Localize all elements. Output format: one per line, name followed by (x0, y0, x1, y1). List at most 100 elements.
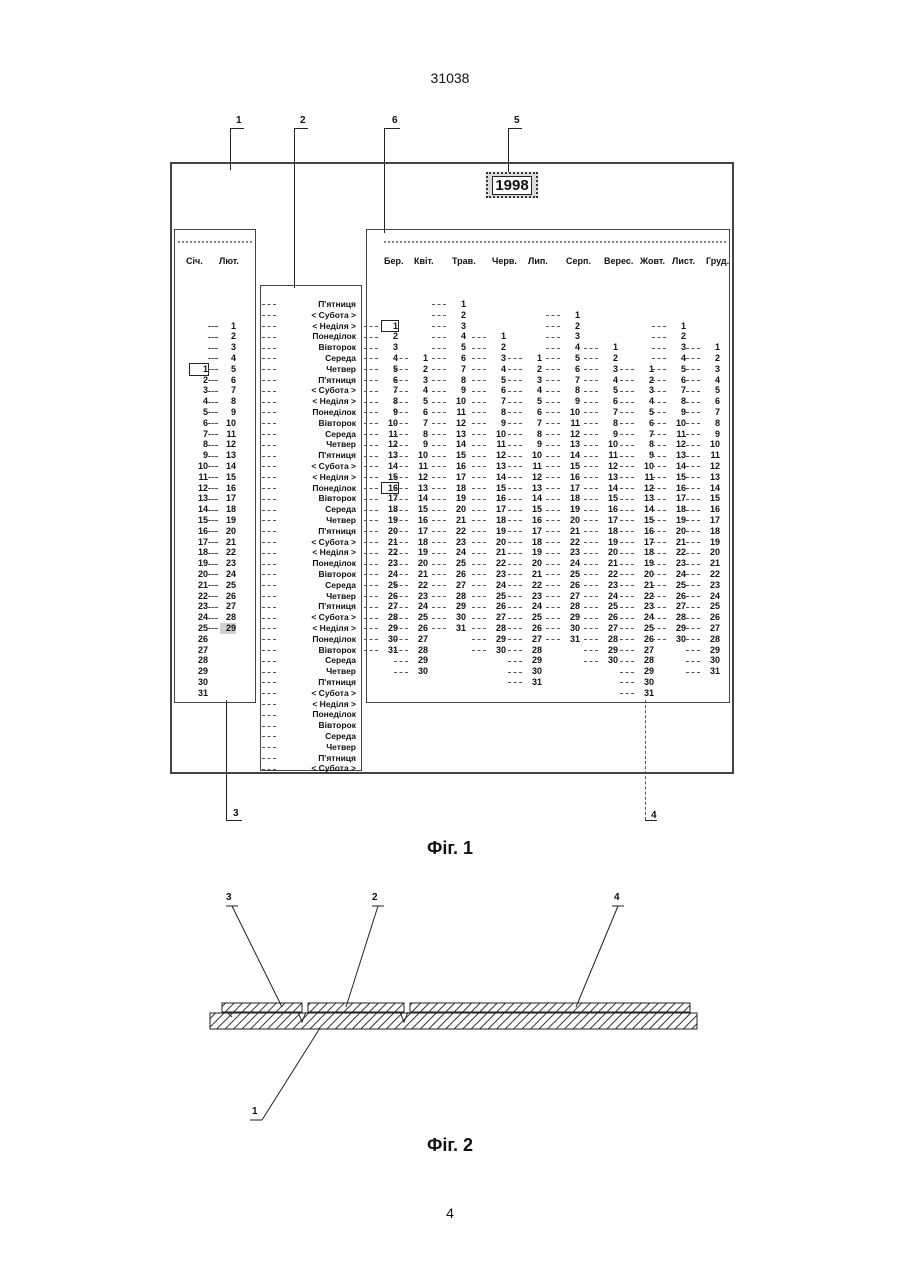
month-day: 22 (526, 580, 542, 591)
month-day: 12 (490, 450, 506, 461)
leader-2 (346, 906, 378, 1007)
row-leader (652, 358, 666, 359)
month-day: 27 (526, 634, 542, 645)
row-leader (508, 520, 522, 521)
row-leader (432, 520, 446, 521)
month-day: 1 (382, 321, 398, 332)
row-leader (432, 574, 446, 575)
row-leader (546, 499, 560, 500)
month-day: 22 (564, 537, 580, 548)
row-leader (262, 747, 276, 748)
month-day: 21 (412, 569, 428, 580)
month-day: 30 (526, 666, 542, 677)
row-leader (364, 402, 378, 403)
weekday-label: Середа (325, 731, 356, 742)
month-day: 15 (450, 450, 466, 461)
month-day: 10 (670, 418, 686, 429)
month-day: 13 (490, 461, 506, 472)
row-leader (620, 596, 634, 597)
row-leader (652, 402, 666, 403)
month-day: 13 (412, 483, 428, 494)
row-leader (364, 337, 378, 338)
month-day: 6 (450, 353, 466, 364)
month-day: 26 (490, 601, 506, 612)
month-day: 3 (564, 331, 580, 342)
row-leader (546, 337, 560, 338)
row-leader (652, 520, 666, 521)
row-leader (472, 391, 486, 392)
row-leader (508, 596, 522, 597)
leader-1 (262, 1028, 320, 1120)
month-day: 5 (490, 375, 506, 386)
row-leader (686, 380, 700, 381)
row-leader (472, 531, 486, 532)
month-day: 2 (412, 364, 428, 375)
row-leader (508, 412, 522, 413)
row-leader (686, 358, 700, 359)
month-day: 8 (704, 418, 720, 429)
panel-4-plate (410, 1003, 690, 1012)
month-day: 6 (670, 375, 686, 386)
month-day: 18 (412, 537, 428, 548)
month-day: 21 (450, 515, 466, 526)
row-leader (472, 456, 486, 457)
month-day: 2 (450, 310, 466, 321)
row-leader (584, 607, 598, 608)
row-leader (620, 423, 634, 424)
month-day: 28 (412, 645, 428, 656)
row-leader (432, 412, 446, 413)
row-leader (620, 402, 634, 403)
month-day: 16 (450, 461, 466, 472)
row-leader (686, 391, 700, 392)
month-day: 17 (704, 515, 720, 526)
row-leader (508, 531, 522, 532)
row-leader (620, 682, 634, 683)
row-leader (364, 596, 378, 597)
row-leader (364, 499, 378, 500)
row-leader (394, 456, 408, 457)
month-day: 28 (704, 634, 720, 645)
month-day: 23 (602, 580, 618, 591)
row-leader (262, 736, 276, 737)
row-leader (508, 423, 522, 424)
row-leader (394, 402, 408, 403)
month-day: 5 (704, 385, 720, 396)
row-leader (508, 564, 522, 565)
month-day: 2 (602, 353, 618, 364)
month-day: 4 (526, 385, 542, 396)
panel-3-plate (222, 1003, 302, 1012)
row-leader (394, 661, 408, 662)
month-day: 3 (670, 342, 686, 353)
row-leader (584, 380, 598, 381)
month-day: 7 (490, 396, 506, 407)
row-leader (472, 499, 486, 500)
month-day: 20 (526, 558, 542, 569)
row-leader (472, 596, 486, 597)
row-leader (652, 348, 666, 349)
row-leader (620, 542, 634, 543)
weekday-label: < Субота > (311, 763, 356, 774)
row-leader (686, 499, 700, 500)
row-leader (508, 488, 522, 489)
row-leader (686, 574, 700, 575)
month-day: 19 (602, 537, 618, 548)
row-leader (472, 553, 486, 554)
month-day: 16 (704, 504, 720, 515)
row-leader (394, 672, 408, 673)
month-day: 27 (412, 634, 428, 645)
row-leader (394, 434, 408, 435)
row-leader (364, 542, 378, 543)
month-day: 24 (526, 601, 542, 612)
month-day: 21 (564, 526, 580, 537)
month-day: 10 (450, 396, 466, 407)
month-day: 13 (670, 450, 686, 461)
row-leader (472, 369, 486, 370)
figure-1: 1 2 6 5 3 4 1998 Січ. Лют. 1234567891011… (0, 0, 900, 880)
month-day: 20 (564, 515, 580, 526)
row-leader (546, 607, 560, 608)
month-day: 6 (602, 396, 618, 407)
leader-3 (232, 906, 282, 1007)
row-leader (546, 369, 560, 370)
row-leader (394, 423, 408, 424)
row-leader (584, 391, 598, 392)
